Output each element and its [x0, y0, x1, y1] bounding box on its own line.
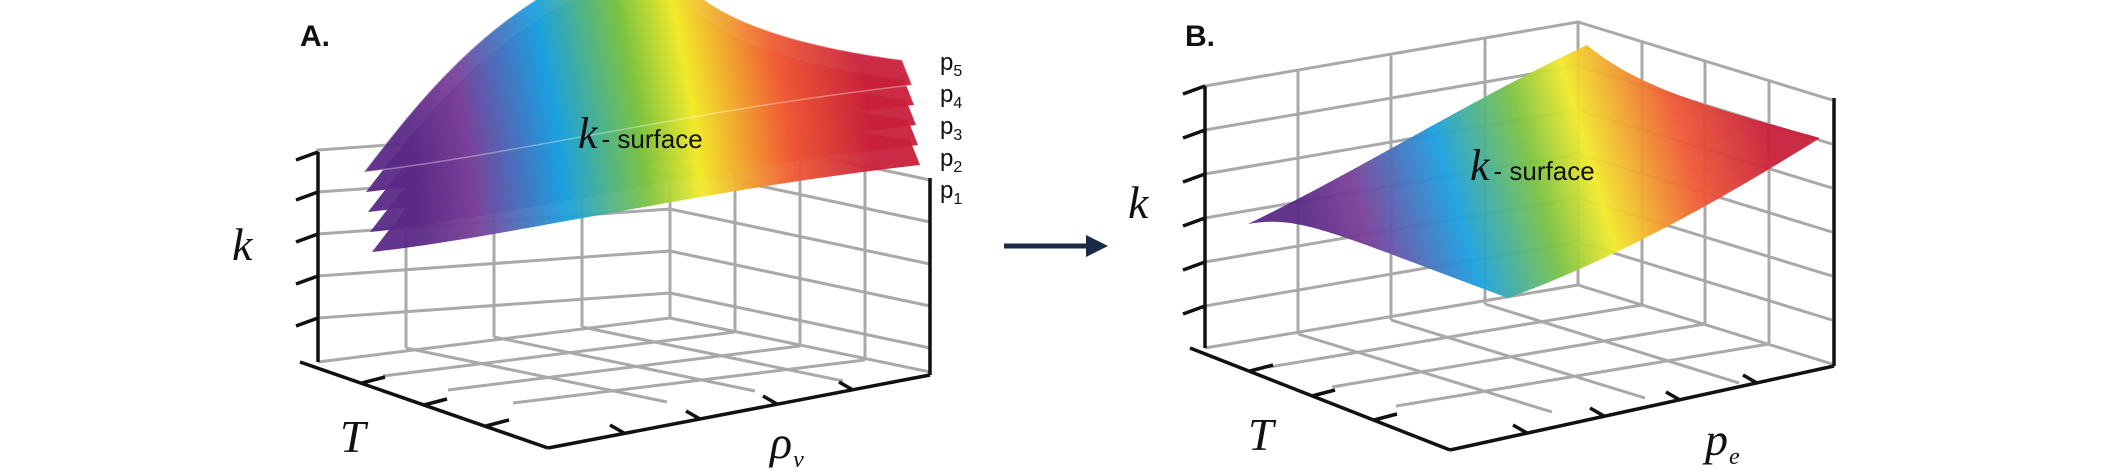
pressure-label-p3: p3 [940, 113, 962, 144]
panel-a-surface-k: k [578, 109, 599, 158]
panel-a-rho-axis-label: ρv [768, 417, 804, 473]
axis-tick [423, 397, 448, 407]
pressure-label-main: p [940, 81, 953, 108]
pressure-label-sub: 3 [953, 127, 962, 144]
panel-a-rho-axis [547, 373, 931, 450]
axis-tick [762, 394, 778, 406]
pressure-label-main: p [940, 113, 953, 140]
panel-a-rho-main: ρ [768, 417, 792, 468]
pressure-label-sub: 4 [953, 95, 962, 112]
axis-tick [295, 316, 319, 328]
surface-p5-edge [362, 0, 914, 173]
axis-tick [1182, 128, 1206, 140]
panel-b-floor-line [1390, 318, 1646, 400]
panel-a-floor-line [493, 335, 756, 393]
axis-tick [1311, 388, 1336, 398]
panel-a-surface-word: - surface [602, 124, 703, 154]
axis-tick [295, 150, 319, 162]
panel-b-floor-line [1297, 332, 1553, 414]
panel-a-pressure-labels: p5 p4 p3 p2 p1 [940, 49, 962, 208]
axis-tick [295, 274, 319, 286]
panel-b-t-axis [1189, 346, 1451, 452]
panel-a-floor-line [512, 358, 866, 405]
panel-b-surface-label: k- surface [1470, 141, 1595, 190]
axis-tick [361, 375, 386, 385]
panel-b-back-wall-line [1204, 64, 1579, 132]
axis-tick [685, 409, 701, 421]
panel-a-rho-sub: v [793, 447, 804, 473]
panel-a-floor-line [405, 346, 668, 404]
panel-a-back-wall-line [317, 249, 671, 278]
panel-b-surface-k: k [1470, 141, 1491, 190]
axis-tick [1373, 412, 1398, 422]
axis-tick [609, 423, 625, 435]
panel-b-label: B. [1185, 20, 1215, 53]
panel-b-floor-line [1484, 302, 1740, 385]
pressure-label-sub: 5 [953, 63, 962, 80]
axis-tick [1182, 84, 1206, 96]
axis-tick [1182, 260, 1206, 272]
axis-tick [1512, 423, 1528, 435]
panel-b: B. [1128, 20, 1836, 470]
pressure-label-p1: p1 [940, 177, 962, 208]
panel-b-floor-line [1268, 303, 1643, 369]
panel-a-axes [295, 150, 932, 450]
panel-b-axes [1182, 84, 1836, 452]
panel-a-floor-grid [317, 316, 931, 405]
panel-a-t-axis-label: T [340, 411, 369, 462]
panel-a-floor-line [669, 316, 931, 374]
pressure-label-main: p [940, 49, 953, 76]
panel-a-floor-line [447, 344, 801, 392]
pressure-label-p4: p4 [940, 81, 962, 112]
pressure-label-main: p [940, 177, 953, 204]
panel-a-back-wall-line [317, 291, 671, 320]
axis-tick [1182, 216, 1206, 228]
surface-p5 [364, 0, 912, 172]
panel-b-k-axis-label: k [1128, 177, 1150, 228]
panel-a-k-axis-label: k [232, 219, 254, 270]
axis-tick [838, 380, 854, 392]
panel-b-t-axis-label: T [1248, 409, 1277, 460]
panel-b-floor-line [1204, 283, 1579, 350]
panel-a-floor-line [317, 316, 671, 364]
panel-b-pe-main: p [1702, 414, 1728, 465]
pressure-label-sub: 1 [953, 191, 962, 208]
panel-a-floor-line [581, 325, 844, 383]
panel-b-pe-axis [1449, 364, 1835, 452]
pressure-label-sub: 2 [953, 159, 962, 176]
pressure-label-main: p [940, 145, 953, 172]
panel-a: A. [232, 0, 962, 473]
panel-a-surface-label: k- surface [578, 109, 703, 158]
axis-tick [295, 190, 319, 202]
axis-tick [1665, 390, 1681, 402]
panel-b-k-surface [1248, 45, 1820, 298]
panel-a-surface-stack [362, 0, 920, 252]
panel-b-pe-axis-label: pe [1702, 414, 1740, 470]
panel-a-floor-line [382, 330, 736, 378]
panel-b-floor-line [1331, 322, 1706, 389]
panel-b-pe-sub: e [1729, 444, 1740, 470]
pressure-label-p2: p2 [940, 145, 962, 176]
axis-tick [1182, 172, 1206, 184]
panel-a-label: A. [300, 20, 330, 53]
axis-tick [295, 232, 319, 244]
right-arrow-icon [1004, 235, 1108, 257]
axis-tick [485, 418, 510, 428]
pressure-label-p5: p5 [940, 49, 962, 80]
axis-tick [1589, 406, 1605, 418]
axis-tick [1742, 373, 1758, 385]
arrow-head [1086, 235, 1108, 257]
panel-b-surface-word: - surface [1494, 156, 1595, 186]
panel-b-floor-line [1395, 342, 1770, 408]
axis-tick [1182, 304, 1206, 316]
axis-tick [1249, 363, 1274, 373]
panel-b-floor-grid [1204, 283, 1833, 414]
